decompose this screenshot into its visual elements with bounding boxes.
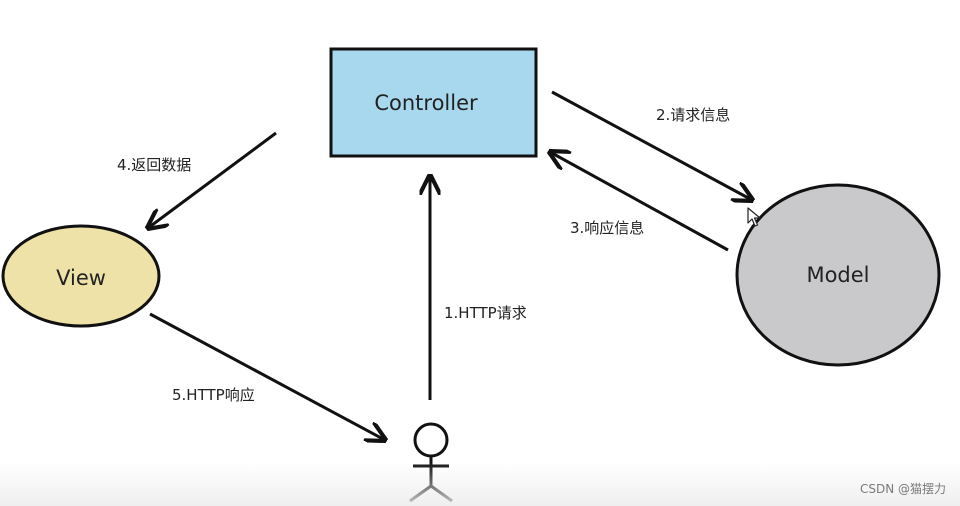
edge-http-response: 5.HTTP响应 xyxy=(149,312,385,440)
controller-node: Controller xyxy=(329,47,538,158)
arrow-response-info xyxy=(550,152,729,252)
model-node: Model xyxy=(735,183,941,367)
arrow-return-data xyxy=(148,131,277,228)
view-label: View xyxy=(56,266,106,290)
edge-request-info: 2.请求信息 xyxy=(551,90,752,200)
edge-label-http-response: 5.HTTP响应 xyxy=(172,386,255,404)
edge-label-return-data: 4.返回数据 xyxy=(117,156,191,174)
edge-return-data: 4.返回数据 xyxy=(117,131,277,228)
arrow-request-info xyxy=(551,90,752,200)
model-circle xyxy=(735,183,941,367)
edge-response-info: 3.响应信息 xyxy=(550,152,729,252)
edge-label-http-request: 1.HTTP请求 xyxy=(444,304,527,322)
model-label: Model xyxy=(806,263,869,287)
controller-label: Controller xyxy=(374,91,478,115)
view-ellipse xyxy=(1,224,161,328)
controller-box xyxy=(329,47,538,158)
view-node: View xyxy=(1,224,161,328)
edge-label-response-info: 3.响应信息 xyxy=(570,219,644,237)
arrow-http-response xyxy=(149,312,385,440)
edge-http-request: 1.HTTP请求 xyxy=(430,176,527,400)
edge-label-request-info: 2.请求信息 xyxy=(656,106,730,124)
watermark-text: CSDN @猫摆力 xyxy=(859,482,946,496)
mouse-pointer-icon xyxy=(747,207,761,227)
stick-figure-icon xyxy=(409,422,453,503)
